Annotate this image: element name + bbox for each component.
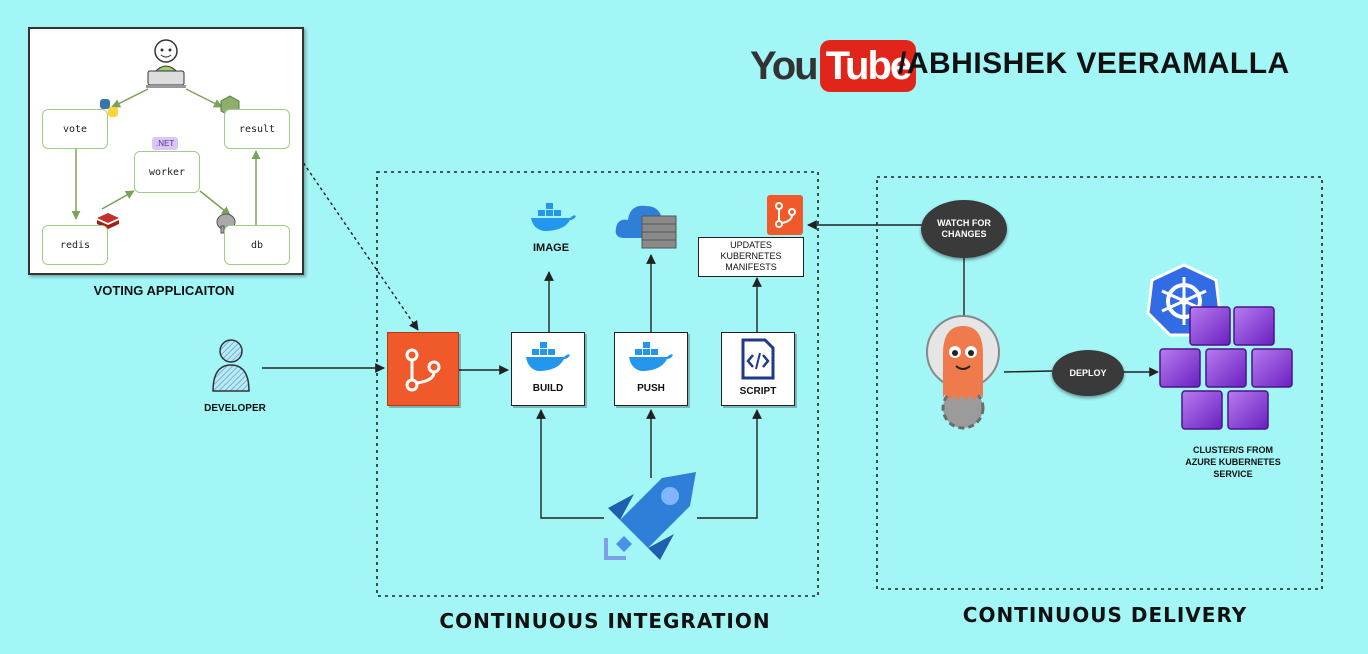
updates-line-3: MANIFESTS: [725, 262, 777, 272]
docker-icon: [526, 342, 570, 371]
vote-node: vote: [42, 109, 108, 149]
script-label: SCRIPT: [739, 386, 777, 397]
manifest-git-icon: [767, 195, 803, 235]
youtube-logo: You Tube: [750, 40, 917, 92]
worker-node: worker: [134, 151, 200, 193]
python-icon: [98, 97, 120, 124]
dotnet-badge: .NET: [152, 137, 179, 150]
build-label: BUILD: [532, 383, 564, 394]
cluster-line-1: CLUSTER/S FROM: [1193, 445, 1273, 455]
azure-pipelines-icon: [600, 470, 700, 571]
deploy-node: DEPLOY: [1052, 350, 1124, 396]
result-label: result: [238, 123, 276, 135]
azure-container-registry-icon: [614, 198, 680, 255]
watch-line-2: CHANGES: [941, 229, 987, 239]
git-repo-card: [387, 332, 459, 406]
updates-manifests-box: UPDATES KUBERNETES MANIFESTS: [698, 237, 804, 277]
push-card: PUSH: [614, 332, 688, 406]
worker-label: worker: [148, 166, 186, 178]
argocd-icon: [920, 312, 1006, 435]
redis-label: redis: [59, 239, 91, 251]
docker-image-icon: [528, 202, 578, 237]
git-icon: [405, 348, 441, 392]
result-node: result: [224, 109, 290, 149]
vote-label: vote: [62, 123, 88, 135]
updates-line-2: KUBERNETES: [720, 251, 782, 261]
watch-line-1: WATCH FOR: [937, 218, 991, 229]
redis-icon: [96, 211, 120, 236]
channel-name: /ABHISHEK VEERAMALLA: [898, 47, 1290, 80]
cluster-line-2: AZURE KUBERNETES: [1185, 457, 1281, 467]
cd-caption: CONTINUOUS DELIVERY: [962, 603, 1248, 627]
script-card: SCRIPT: [721, 332, 795, 406]
voting-app-caption: VOTING APPLICAITON: [93, 283, 235, 298]
code-file-icon: [741, 338, 775, 380]
ci-caption: CONTINUOUS INTEGRATION: [439, 609, 771, 633]
developer-icon: [210, 337, 252, 398]
push-label: PUSH: [637, 383, 665, 394]
aks-cluster-icon: [1156, 303, 1308, 435]
watch-for-changes-node: WATCH FOR CHANGES: [921, 200, 1007, 258]
build-card: BUILD: [511, 332, 585, 406]
redis-node: redis: [42, 225, 108, 265]
voting-app-connectors: [71, 88, 261, 229]
docker-icon: [629, 342, 673, 371]
updates-line-1: UPDATES: [730, 240, 772, 250]
cluster-line-3: SERVICE: [1213, 469, 1253, 479]
user-laptop-icon: [146, 37, 186, 97]
youtube-logo-you: You: [750, 43, 819, 88]
db-label: db: [250, 239, 264, 251]
developer-label: DEVELOPER: [204, 403, 266, 414]
cluster-caption: CLUSTER/S FROM AZURE KUBERNETES SERVICE: [1158, 444, 1308, 480]
voting-app-panel: vote result .NET worker redis db: [28, 27, 304, 275]
youtube-logo-tube: Tube: [819, 40, 917, 92]
db-node: db: [224, 225, 290, 265]
image-label: IMAGE: [532, 242, 570, 254]
deploy-label: DEPLOY: [1069, 367, 1107, 378]
